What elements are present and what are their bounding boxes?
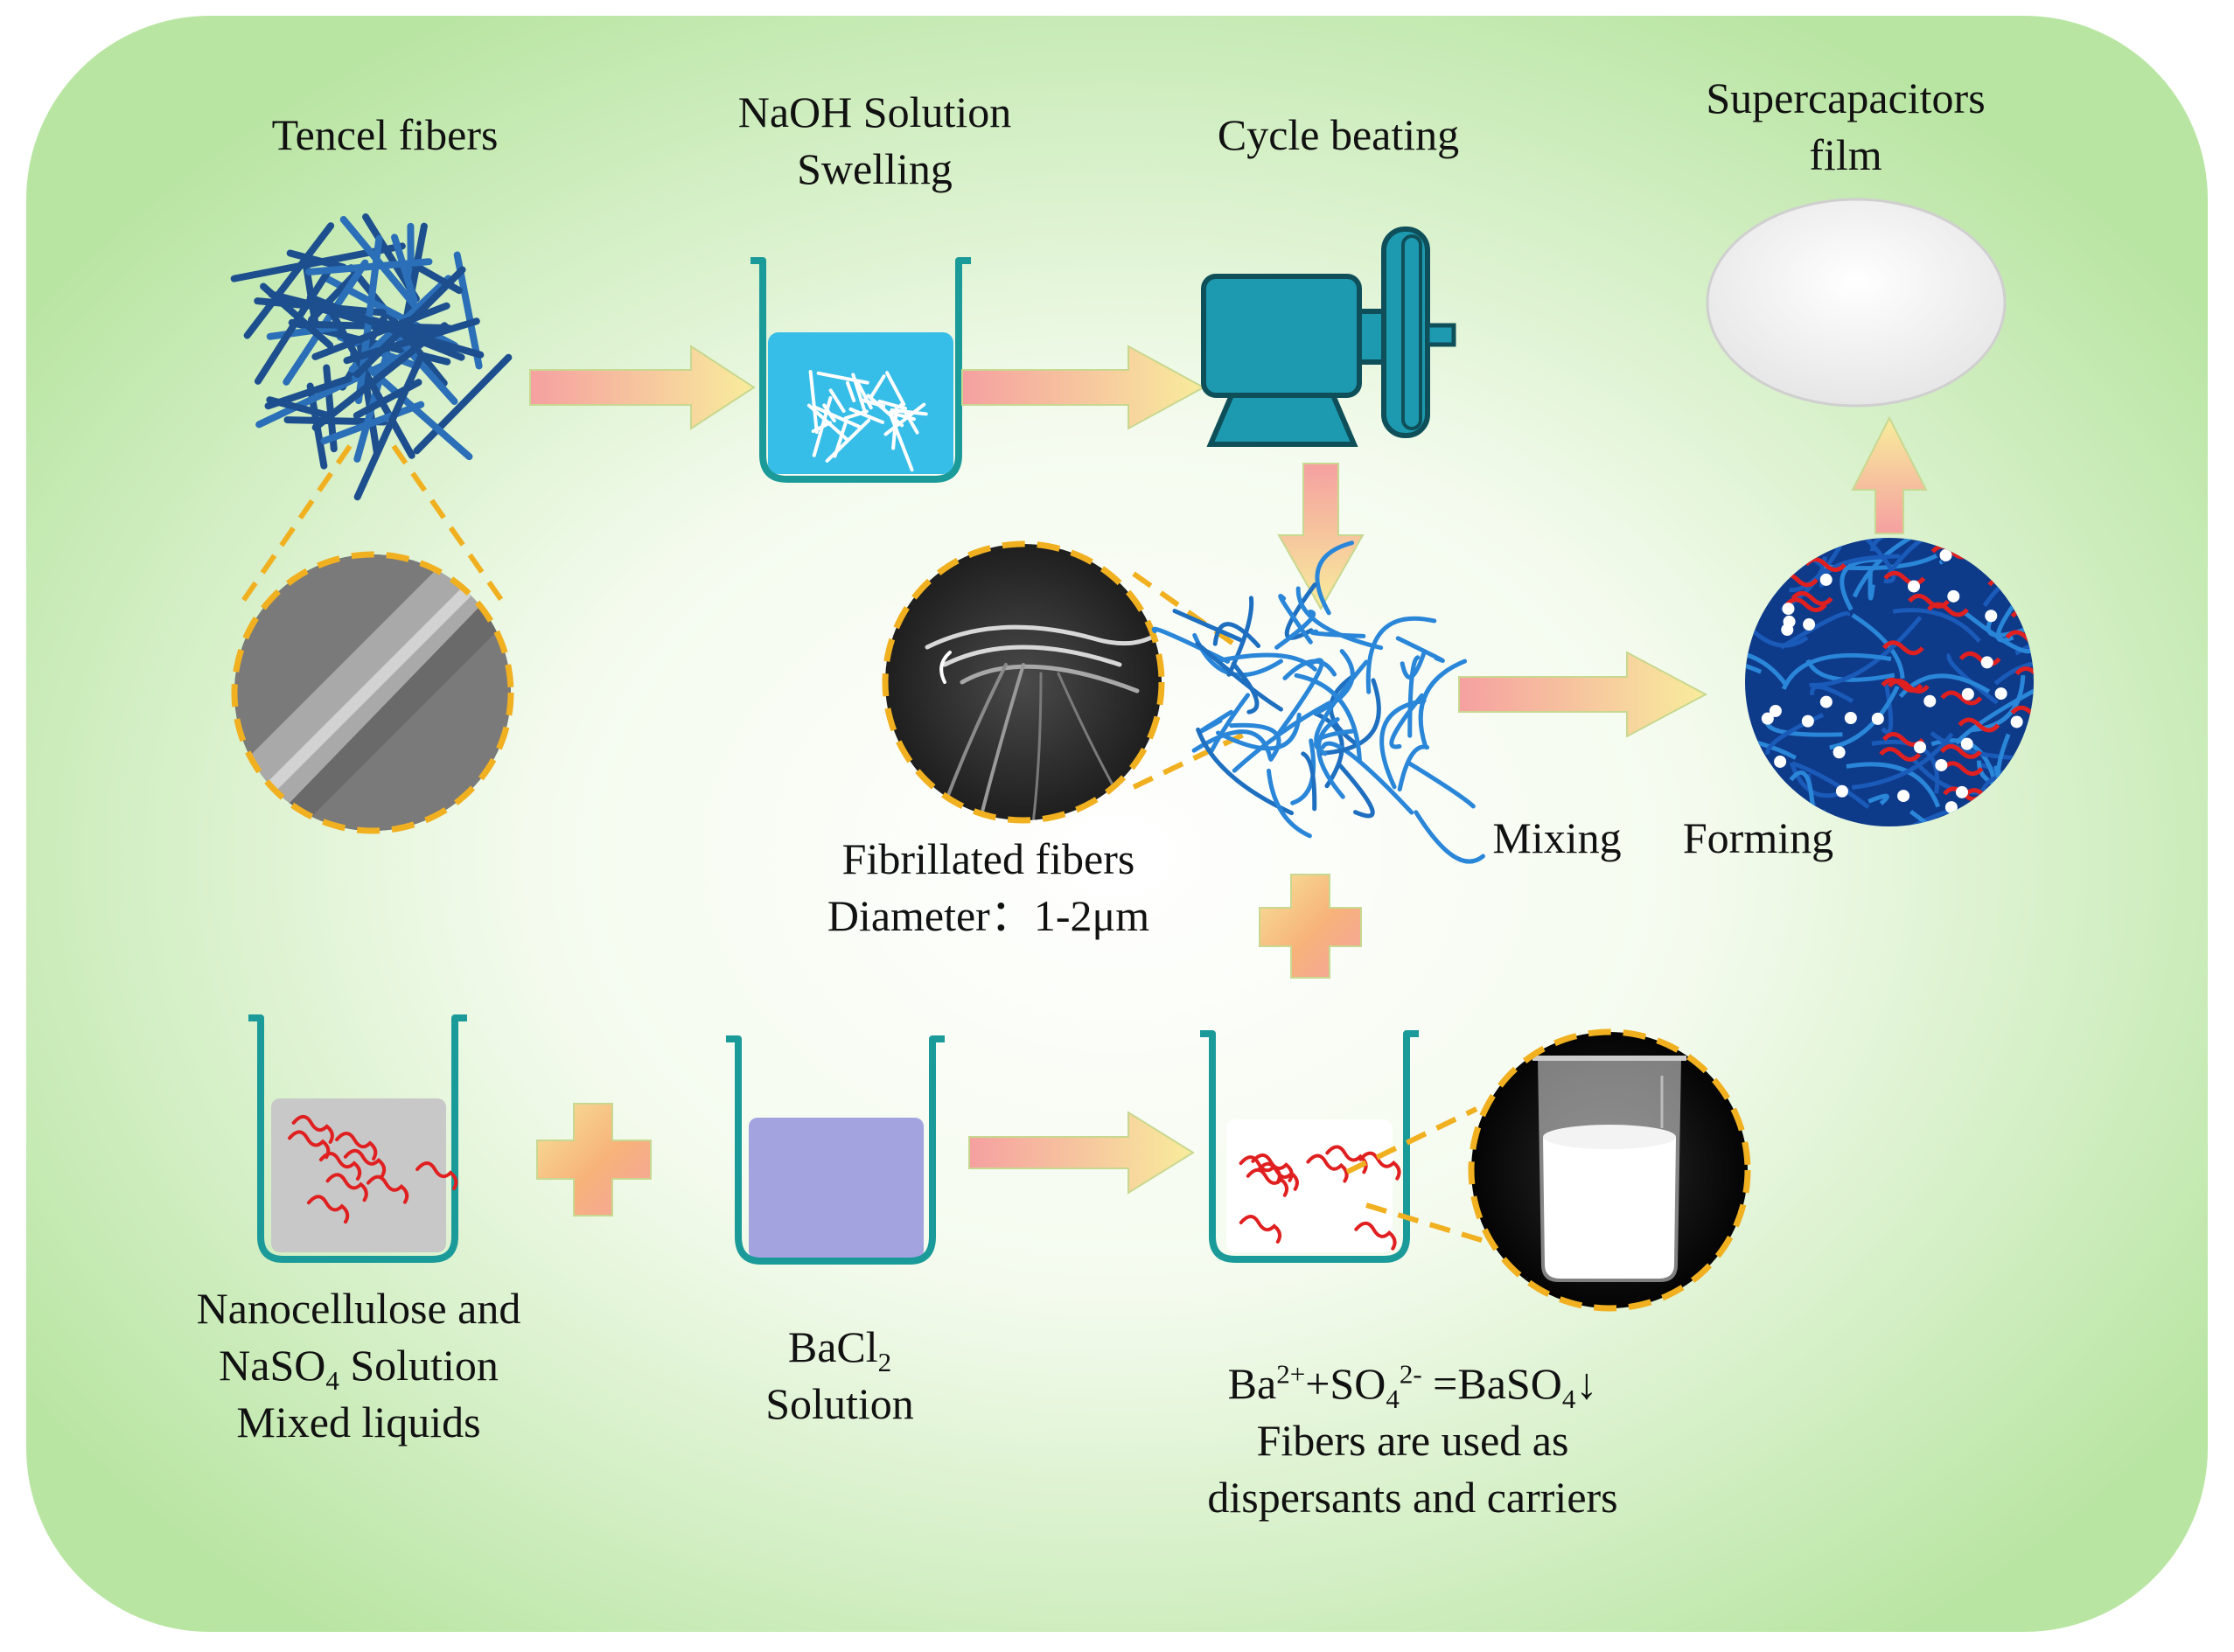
label-mixing: Mixing (1470, 810, 1644, 867)
label-reaction-equation: Ba2++SO42- =BaSO4↓ Fibers are used as di… (1137, 1356, 1688, 1526)
label-bacl2-solution: BaCl2 Solution (665, 1319, 1015, 1432)
label-naoh-swelling: NaOH Solution Swelling (682, 84, 1067, 198)
supercapacitor-film (1707, 199, 2005, 406)
label-tencel-fibers: Tencel fibers (210, 107, 560, 164)
label-nanocellulose-mixed-liquids: Nanocellulose and NaSO4 Solution Mixed l… (157, 1280, 560, 1451)
label-supercapacitors-film: Supercapacitors film (1662, 70, 2029, 184)
milky-suspension-photo (1471, 1032, 1748, 1308)
label-forming: Forming (1662, 810, 1854, 867)
label-fibrillated-fibers: Fibrillated fibers Diameter：1-2μm (770, 831, 1207, 944)
label-cycle-beating: Cycle beating (1163, 107, 1513, 164)
